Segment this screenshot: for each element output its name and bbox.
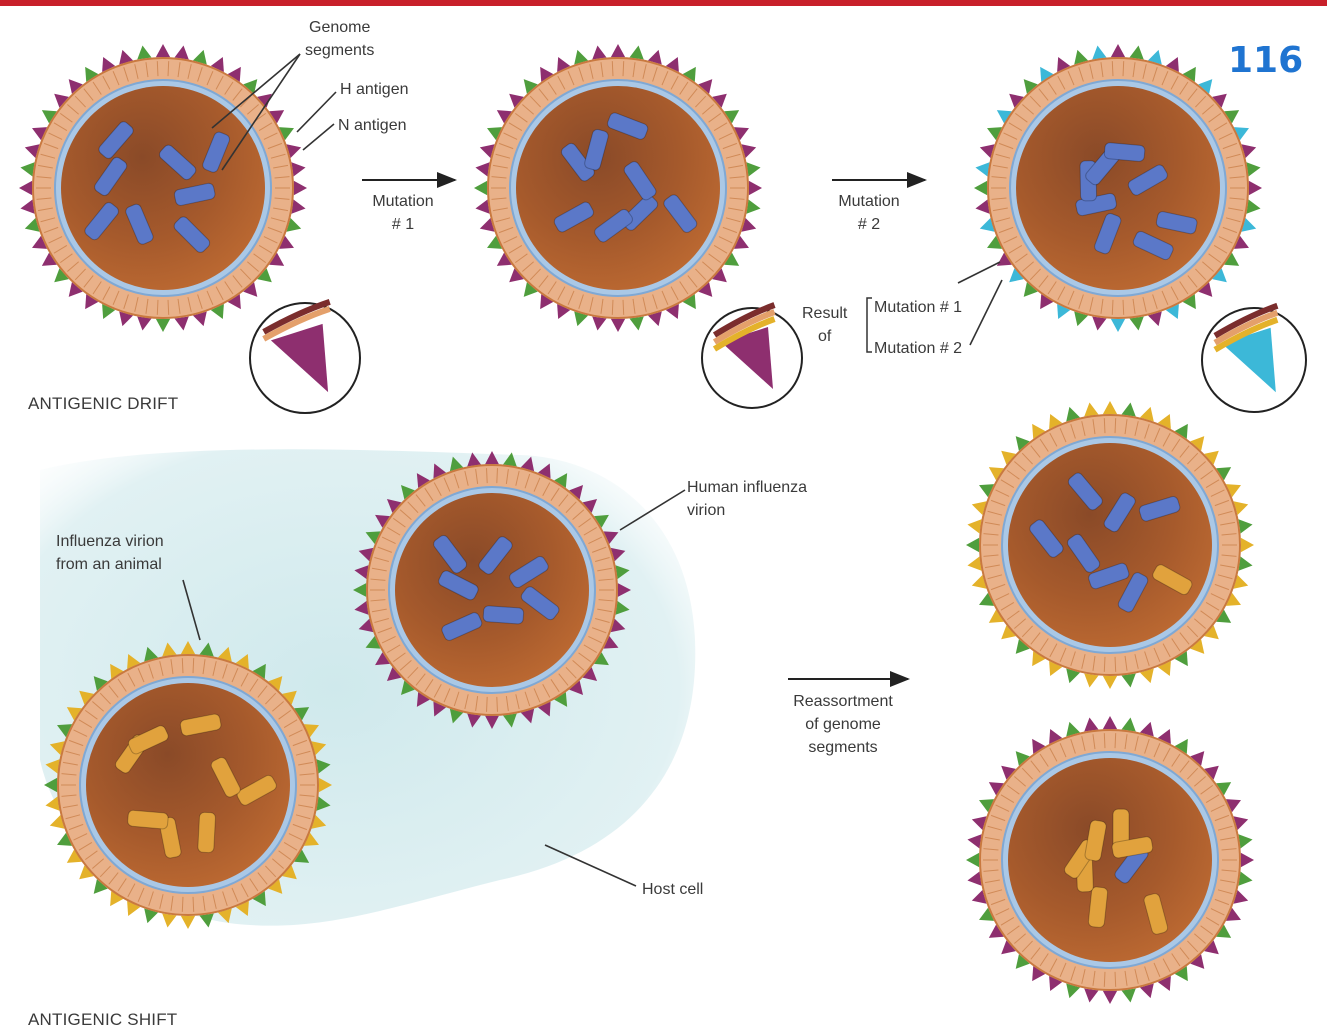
surface-antigen-spike xyxy=(1111,44,1125,57)
surface-antigen-spike xyxy=(291,199,305,213)
surface-antigen-spike xyxy=(45,796,59,810)
host-cell-label: Host cell xyxy=(642,878,703,901)
surface-antigen-spike xyxy=(474,181,487,195)
virion-core xyxy=(395,493,589,687)
human-virion-label: Human influenza virion xyxy=(687,476,807,522)
surface-antigen-spike xyxy=(1121,988,1135,1002)
surface-antigen-spike xyxy=(1238,871,1252,885)
surface-antigen-spike xyxy=(174,45,188,59)
drift-virion-after-mutation-1 xyxy=(474,44,762,332)
drift-virion-after-mutation-2 xyxy=(974,44,1262,332)
surface-antigen-spike xyxy=(1084,673,1098,687)
surface-antigen-spike xyxy=(294,181,307,195)
virion-core xyxy=(1008,443,1212,647)
surface-antigen-spike xyxy=(592,316,606,330)
surface-antigen-spike xyxy=(20,162,34,176)
surface-antigen-spike xyxy=(1084,402,1098,416)
surface-antigen-spike xyxy=(1241,538,1254,552)
surface-antigen-spike xyxy=(1238,834,1252,848)
animal-virion-label: Influenza virion from an animal xyxy=(56,530,164,576)
surface-antigen-spike xyxy=(592,45,606,59)
surface-antigen-spike xyxy=(1084,717,1098,731)
genome-segments-label: Genome segments xyxy=(305,16,374,62)
surface-antigen-spike xyxy=(975,199,989,213)
drift-inset-original xyxy=(250,302,360,413)
surface-antigen-spike xyxy=(1121,673,1135,687)
surface-antigen-spike xyxy=(967,834,981,848)
surface-antigen-spike xyxy=(174,316,188,330)
genome-segment xyxy=(1104,142,1145,161)
mutation-2-label: Mutation # 2 xyxy=(829,190,909,236)
surface-antigen-spike xyxy=(611,44,625,57)
surface-antigen-spike xyxy=(1092,316,1106,330)
reassortant-virion-1 xyxy=(966,401,1254,689)
drift-inset-mutation-2 xyxy=(1202,306,1306,412)
virion-core xyxy=(1016,86,1220,290)
surface-antigen-spike xyxy=(1103,676,1117,689)
surface-antigen-spike xyxy=(1121,717,1135,731)
surface-antigen-spike xyxy=(1129,316,1143,330)
surface-antigen-spike xyxy=(291,162,305,176)
result-mutation-1-label: Mutation # 1 xyxy=(874,296,962,319)
surface-antigen-spike xyxy=(1238,519,1252,533)
surface-antigen-spike xyxy=(967,556,981,570)
result-of-label: Result of xyxy=(802,302,847,348)
n-antigen-label: N antigen xyxy=(338,114,407,137)
surface-antigen-spike xyxy=(181,916,195,929)
surface-antigen-spike xyxy=(199,913,213,927)
surface-antigen-spike xyxy=(156,319,170,332)
surface-antigen-spike xyxy=(137,316,151,330)
surface-antigen-spike xyxy=(1111,319,1125,332)
surface-antigen-spike xyxy=(966,853,979,867)
surface-antigen-spike xyxy=(1238,556,1252,570)
genome-segment xyxy=(198,812,216,853)
surface-antigen-spike xyxy=(746,199,760,213)
surface-antigen-spike xyxy=(975,162,989,176)
surface-antigen-spike xyxy=(1246,162,1260,176)
surface-antigen-spike xyxy=(1249,181,1262,195)
surface-antigen-spike xyxy=(19,181,32,195)
surface-antigen-spike xyxy=(967,871,981,885)
antigenic-drift-virions xyxy=(19,44,1306,413)
drift-inset-mutation-1 xyxy=(702,305,802,408)
surface-antigen-spike xyxy=(137,45,151,59)
surface-antigen-spike xyxy=(156,44,170,57)
h-antigen-label: H antigen xyxy=(340,78,409,101)
surface-antigen-spike xyxy=(475,199,489,213)
surface-antigen-spike xyxy=(749,181,762,195)
genome-segment xyxy=(483,605,524,624)
surface-antigen-spike xyxy=(475,162,489,176)
reassortant-virion-2 xyxy=(966,716,1254,1004)
surface-antigen-spike xyxy=(1103,991,1117,1004)
surface-antigen-spike xyxy=(1084,988,1098,1002)
virion-core xyxy=(1008,758,1212,962)
result-bracket xyxy=(867,298,872,352)
genome-segment xyxy=(127,810,168,829)
antigenic-drift-heading: ANTIGENIC DRIFT xyxy=(28,392,178,417)
surface-antigen-spike xyxy=(746,162,760,176)
surface-antigen-spike xyxy=(629,45,643,59)
surface-antigen-spike xyxy=(1103,401,1117,414)
surface-antigen-spike xyxy=(611,319,625,332)
surface-antigen-spike xyxy=(974,181,987,195)
result-mutation-2-label: Mutation # 2 xyxy=(874,337,962,360)
antigenic-shift-heading: ANTIGENIC SHIFT xyxy=(28,1008,177,1033)
surface-antigen-spike xyxy=(1092,45,1106,59)
surface-antigen-spike xyxy=(20,199,34,213)
mutation-1-label: Mutation # 1 xyxy=(362,190,444,236)
surface-antigen-spike xyxy=(966,538,979,552)
surface-antigen-spike xyxy=(1129,45,1143,59)
surface-antigen-spike xyxy=(1103,716,1117,729)
surface-antigen-spike xyxy=(629,316,643,330)
surface-antigen-spike xyxy=(967,519,981,533)
virion-core xyxy=(61,86,265,290)
reassortment-label: Reassortment of genome segments xyxy=(778,690,908,760)
surface-antigen-spike xyxy=(1241,853,1254,867)
drift-virion-original xyxy=(19,44,307,332)
page-number: 116 xyxy=(1228,40,1303,81)
surface-antigen-spike xyxy=(162,913,176,927)
surface-antigen-spike xyxy=(1246,199,1260,213)
surface-antigen-spike xyxy=(1121,402,1135,416)
